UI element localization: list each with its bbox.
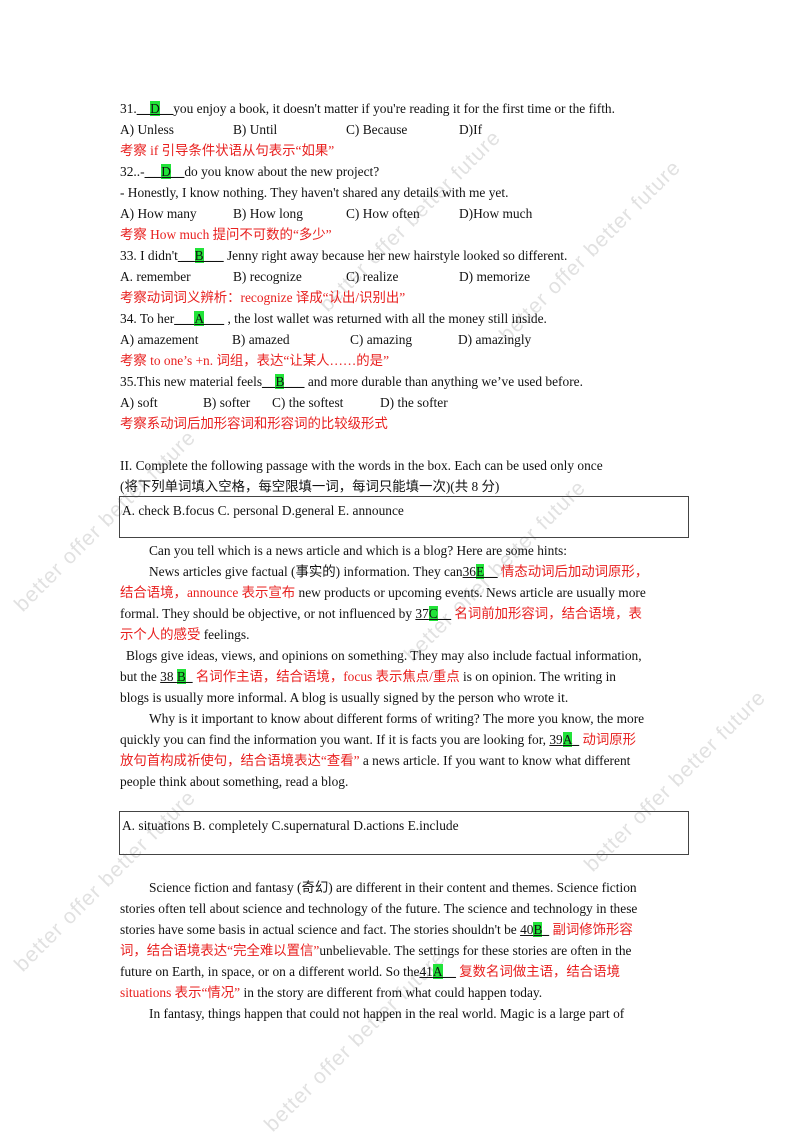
word-box-1: A. check B.focus C. personal D.general E… [119, 496, 689, 538]
answer-32: D [161, 164, 171, 179]
answer-39: A [562, 732, 573, 747]
answer-38: B [176, 669, 186, 684]
passage1-line: people think about something, read a blo… [120, 774, 349, 789]
note-34: 考察 to one’s +n. 词组，表达“让某人……的是” [120, 353, 390, 368]
question-34: 34. To her___A___ , the lost wallet was … [120, 311, 547, 326]
question-31: 31.__D__you enjoy a book, it doesn't mat… [120, 101, 615, 116]
passage1-line: blogs is usually more informal. A blog i… [120, 690, 569, 705]
note-33: 考察动词词义辨析：recognize 译成“认出/识别出” [120, 290, 406, 305]
passage2-line: In fantasy, things happen that could not… [149, 1006, 625, 1021]
answer-31: D [150, 101, 160, 116]
passage2-line: situations 表示“情况” in the story are diffe… [120, 985, 543, 1000]
question-32: 32..- __D__do you know about the new pro… [120, 164, 380, 179]
answer-34: A [194, 311, 204, 326]
note-31: 考察 if 引导条件状语从句表示“如果” [120, 143, 335, 158]
passage2-line: future on Earth, in space, or on a diffe… [120, 964, 620, 979]
passage2-line: stories have some basis in actual scienc… [120, 922, 633, 937]
passage1-line: Can you tell which is a news article and… [149, 543, 567, 558]
answer-41: A [432, 964, 443, 979]
answer-36: E [475, 564, 485, 579]
passage1-line: Why is it important to know about differ… [149, 711, 645, 726]
note-32: 考察 How much 提问不可数的“多少” [120, 227, 332, 242]
question-33: 33. I didn't __B___ Jenny right away bec… [120, 248, 568, 263]
answer-35: B [275, 374, 285, 389]
passage2-line: stories often tell about science and tec… [120, 901, 638, 916]
dialog-response-32: - Honestly, I know nothing. They haven't… [120, 185, 509, 200]
passage2-line: 词，结合语境表达“完全难以置信”unbelievable. The settin… [120, 943, 632, 958]
passage1-line: 结合语境，announce 表示宣布 new products or upcom… [120, 585, 646, 600]
section-title: II. Complete the following passage with … [120, 458, 603, 473]
passage1-line: News articles give factual (事实的) informa… [149, 564, 649, 579]
answer-40: B [533, 922, 543, 937]
note-35: 考察系动词后加形容词和形容词的比较级形式 [120, 416, 388, 431]
question-35: 35.This new material feels__B___ and mor… [120, 374, 583, 389]
passage1-line: but the 38 B_ 名词作主语，结合语境，focus 表示焦点/重点 i… [120, 669, 616, 684]
passage1-line: 放句首构成祈使句，结合语境表达“查看” a news article. If y… [120, 753, 631, 768]
answer-37: C [428, 606, 438, 621]
section-subtitle: (将下列单词填入空格，每空限填一词，每词只能填一次)(共 8 分) [120, 479, 500, 494]
word-box-2: A. situations B. completely C.supernatur… [119, 811, 689, 855]
passage1-line: quickly you can find the information you… [120, 732, 637, 747]
passage2-line: Science fiction and fantasy (奇幻) are dif… [149, 880, 637, 895]
passage1-line: formal. They should be objective, or not… [120, 606, 642, 621]
passage1-line: 示个人的感受 feelings. [120, 627, 250, 642]
passage1-line: Blogs give ideas, views, and opinions on… [126, 648, 642, 663]
answer-33: B [194, 248, 204, 263]
